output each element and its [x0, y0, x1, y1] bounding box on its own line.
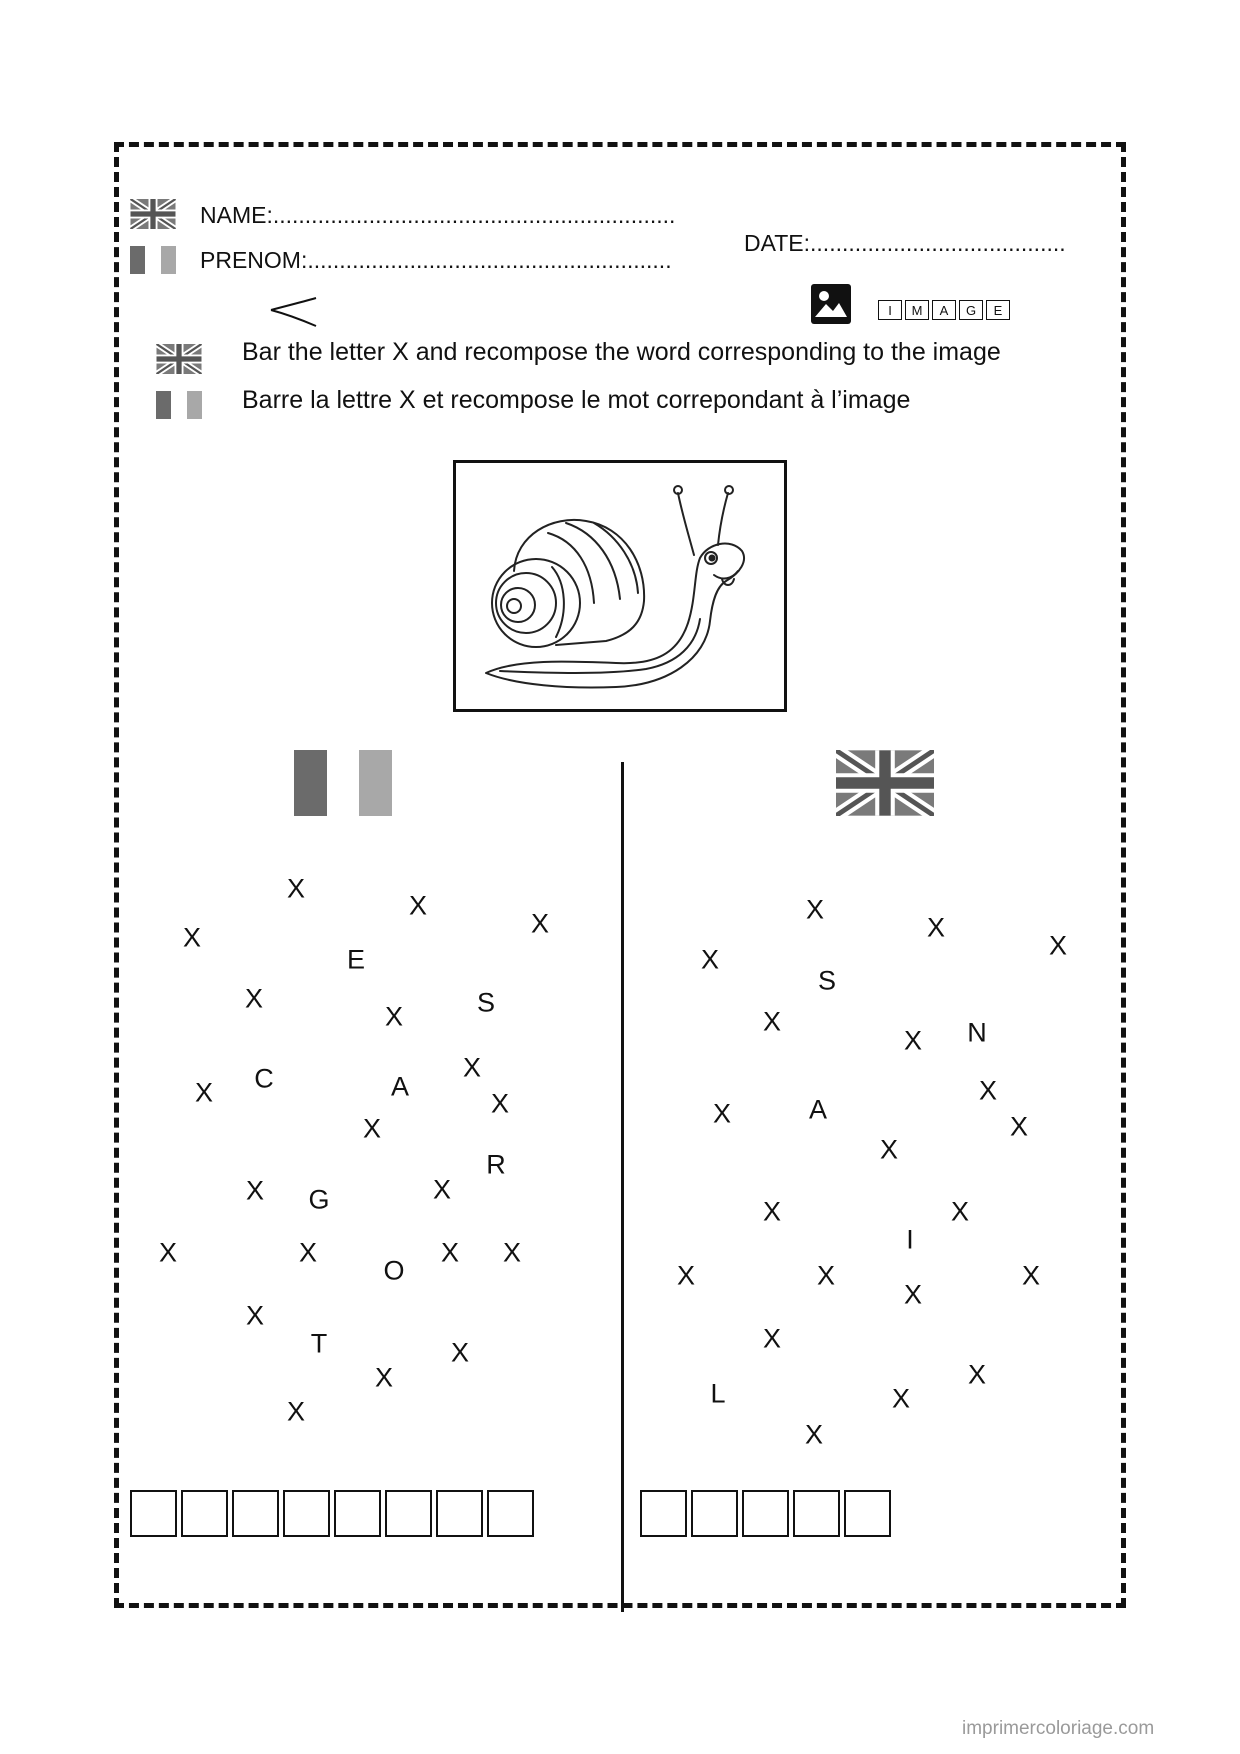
image-letter: I — [878, 300, 902, 320]
puzzle-letter[interactable]: X — [1021, 1260, 1041, 1291]
puzzle-letter[interactable]: X — [450, 1337, 470, 1368]
answer-box[interactable] — [130, 1490, 177, 1537]
puzzle-letter[interactable]: S — [476, 987, 496, 1018]
answer-box[interactable] — [742, 1490, 789, 1537]
puzzle-letter[interactable]: X — [903, 1025, 923, 1056]
puzzle-letter[interactable]: R — [486, 1149, 506, 1180]
image-letter: E — [986, 300, 1010, 320]
puzzle-letter[interactable]: X — [374, 1362, 394, 1393]
answer-box[interactable] — [232, 1490, 279, 1537]
snail-picture-frame — [453, 460, 787, 712]
answer-box[interactable] — [385, 1490, 432, 1537]
fr-flag-icon — [130, 246, 176, 274]
answer-box[interactable] — [640, 1490, 687, 1537]
uk-flag-icon — [836, 750, 934, 816]
puzzle-letter[interactable]: X — [362, 1113, 382, 1144]
puzzle-letter[interactable]: A — [390, 1071, 410, 1102]
puzzle-letter[interactable]: S — [817, 965, 837, 996]
puzzle-letter[interactable]: X — [245, 1175, 265, 1206]
date-field[interactable]: DATE:...................................… — [744, 230, 1066, 256]
right-answer-boxes — [640, 1490, 891, 1537]
image-letter: G — [959, 300, 983, 320]
puzzle-letter[interactable]: X — [879, 1134, 899, 1165]
puzzle-letter[interactable]: L — [710, 1378, 726, 1409]
snail-illustration — [485, 485, 745, 689]
puzzle-letter[interactable]: X — [676, 1260, 696, 1291]
puzzle-letter[interactable]: X — [1009, 1111, 1029, 1142]
uk-flag-icon — [156, 344, 202, 374]
image-letter: M — [905, 300, 929, 320]
puzzle-letter[interactable]: X — [440, 1237, 460, 1268]
puzzle-letter[interactable]: G — [308, 1184, 330, 1215]
puzzle-letter[interactable]: X — [194, 1077, 214, 1108]
puzzle-letter[interactable]: C — [254, 1063, 274, 1094]
puzzle-letter[interactable]: X — [432, 1174, 452, 1205]
fr-flag-icon — [156, 391, 202, 419]
left-answer-boxes — [130, 1490, 534, 1537]
puzzle-letter[interactable]: X — [490, 1088, 510, 1119]
puzzle-letter[interactable]: N — [967, 1017, 987, 1048]
column-divider — [621, 762, 624, 1612]
scissors-cross-icon — [270, 297, 317, 327]
puzzle-letter[interactable]: X — [408, 890, 428, 921]
instruction-en: Bar the letter X and recompose the word … — [242, 338, 1001, 366]
puzzle-letter[interactable]: X — [816, 1260, 836, 1291]
answer-box[interactable] — [436, 1490, 483, 1537]
puzzle-letter[interactable]: O — [383, 1255, 405, 1286]
puzzle-letter[interactable]: X — [950, 1196, 970, 1227]
puzzle-letter[interactable]: X — [762, 1006, 782, 1037]
puzzle-letter[interactable]: X — [182, 922, 202, 953]
puzzle-letter[interactable]: X — [1048, 930, 1068, 961]
puzzle-letter[interactable]: X — [762, 1196, 782, 1227]
puzzle-letter[interactable]: T — [310, 1328, 328, 1359]
puzzle-letter[interactable]: X — [903, 1279, 923, 1310]
puzzle-letter[interactable]: X — [245, 1300, 265, 1331]
puzzle-letter[interactable]: X — [502, 1237, 522, 1268]
puzzle-letter[interactable]: X — [978, 1075, 998, 1106]
puzzle-letter[interactable]: E — [346, 944, 366, 975]
answer-box[interactable] — [334, 1490, 381, 1537]
puzzle-letter[interactable]: X — [384, 1001, 404, 1032]
image-word-boxes: I M A G E — [878, 300, 1010, 320]
answer-box[interactable] — [283, 1490, 330, 1537]
puzzle-letter[interactable]: X — [530, 908, 550, 939]
image-letter: A — [932, 300, 956, 320]
puzzle-letter[interactable]: X — [926, 912, 946, 943]
uk-flag-icon — [130, 199, 176, 229]
answer-box[interactable] — [487, 1490, 534, 1537]
puzzle-letter[interactable]: X — [805, 894, 825, 925]
puzzle-letter[interactable]: X — [804, 1419, 824, 1450]
instruction-fr: Barre la lettre X et recompose le mot co… — [242, 386, 911, 414]
puzzle-letter[interactable]: X — [286, 873, 306, 904]
puzzle-letter[interactable]: X — [762, 1323, 782, 1354]
answer-box[interactable] — [844, 1490, 891, 1537]
puzzle-letter[interactable]: X — [967, 1359, 987, 1390]
puzzle-letter[interactable]: X — [891, 1383, 911, 1414]
puzzle-letter[interactable]: X — [158, 1237, 178, 1268]
puzzle-letter[interactable]: I — [906, 1224, 914, 1255]
worksheet-frame — [114, 142, 1126, 1608]
puzzle-letter[interactable]: X — [462, 1052, 482, 1083]
puzzle-letter[interactable]: X — [244, 983, 264, 1014]
puzzle-letter[interactable]: X — [286, 1396, 306, 1427]
puzzle-letter[interactable]: X — [298, 1237, 318, 1268]
puzzle-letter[interactable]: X — [700, 944, 720, 975]
answer-box[interactable] — [181, 1490, 228, 1537]
picture-icon — [811, 284, 851, 324]
puzzle-letter[interactable]: X — [712, 1098, 732, 1129]
puzzle-letter[interactable]: A — [808, 1094, 828, 1125]
answer-box[interactable] — [793, 1490, 840, 1537]
watermark: imprimercoloriage.com — [962, 1718, 1155, 1739]
fr-flag-icon — [294, 750, 392, 816]
prenom-field[interactable]: PRENOM:.................................… — [200, 247, 672, 273]
name-field[interactable]: NAME:...................................… — [200, 202, 676, 228]
answer-box[interactable] — [691, 1490, 738, 1537]
